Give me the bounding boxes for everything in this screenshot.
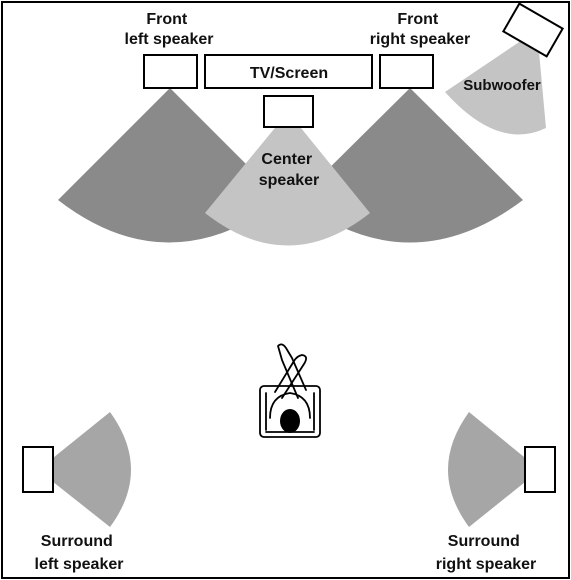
tv-screen-label: TV/Screen (250, 65, 328, 82)
front-left-label-line2: left speaker (125, 31, 214, 48)
front-right-label: Front right speaker (370, 11, 470, 48)
center-label-line1: Center (261, 151, 312, 168)
center-label-line2: speaker (259, 172, 320, 189)
surround-left-label: Surround left speaker (35, 533, 124, 573)
surround-right-label-line1: Surround (448, 533, 520, 550)
surround-left-speaker-box (22, 446, 54, 493)
front-left-speaker-box (143, 54, 198, 89)
surround-left-label-line2: left speaker (35, 556, 124, 573)
front-left-label: Front left speaker (125, 11, 214, 48)
surround-right-sound-cone (448, 412, 540, 527)
surround-left-sound-cone (38, 412, 131, 527)
center-sound-cone (205, 112, 370, 246)
surround-right-label-line2: right speaker (436, 556, 536, 573)
surround-right-speaker-box (524, 446, 556, 493)
tv-screen-box (204, 54, 373, 89)
listener-in-chair-icon (259, 343, 321, 438)
front-right-label-line2: right speaker (370, 31, 470, 48)
center-speaker-box (263, 95, 314, 128)
surround-right-label: Surround right speaker (436, 533, 536, 573)
leg-right-line (277, 343, 307, 399)
subwoofer-sound-cone (445, 30, 546, 135)
front-right-speaker-box (379, 54, 434, 89)
center-speaker-label: Center speaker (259, 151, 320, 189)
front-right-label-line1: Front (397, 11, 439, 28)
leg-left-line (274, 354, 307, 399)
front-left-label-line1: Front (146, 11, 188, 28)
head-icon (280, 409, 300, 433)
subwoofer-label: Subwoofer (463, 77, 541, 94)
surround-left-label-line1: Surround (41, 533, 113, 550)
torso-line (269, 392, 311, 419)
subwoofer-box (501, 2, 565, 58)
